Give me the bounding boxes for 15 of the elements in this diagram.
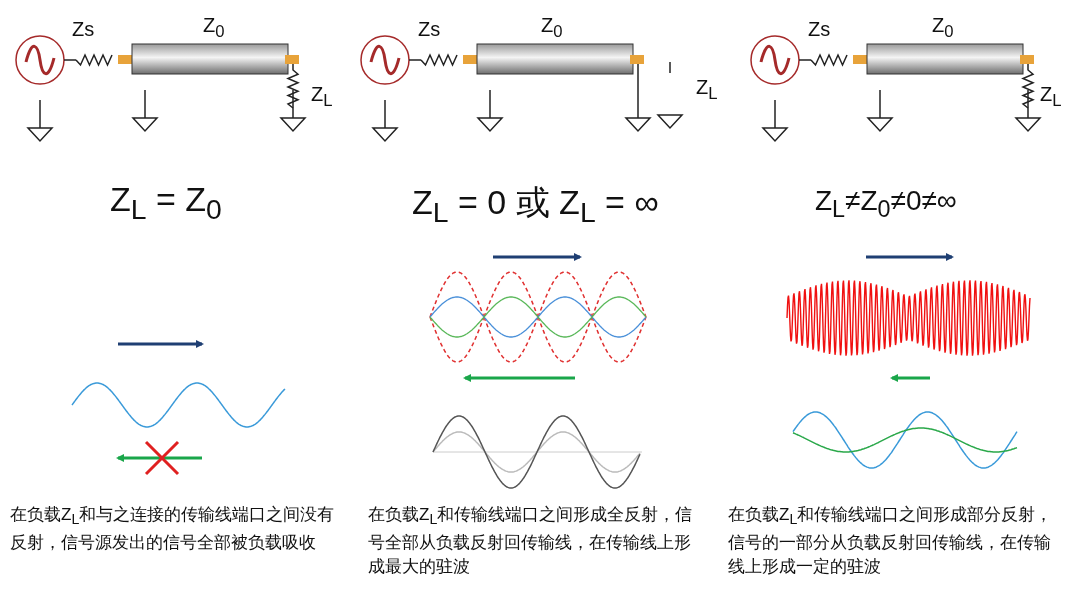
impedance-label: Z$_{0}$: [932, 14, 954, 42]
impedance-label: Zs: [808, 18, 831, 41]
equation: Z$_{L}$≠Z$_{0}$≠0≠∞: [815, 185, 957, 223]
impedance-label: Z$_{L}$: [696, 76, 718, 104]
description-text: 在负载Z$_{L}$和与之连接的传输线端口之间没有反射，信号源发出的信号全部被负载吸收: [10, 504, 336, 555]
impedance-label: Z$_{0}$: [203, 14, 225, 42]
equation: Z$_{L}$ = 0 或 Z$_{L}$ = ∞: [412, 182, 659, 229]
equation: Z$_{L}$ = Z$_{0}$: [110, 180, 222, 226]
description-text: 在负载Z$_{L}$和传输线端口之间形成全反射，信号全部从负载反射回传输线，在传输线上形成最大的驻波: [368, 504, 694, 579]
impedance-label: Z$_{L}$: [1040, 83, 1062, 111]
impedance-label: Z$_{L}$: [311, 83, 333, 111]
impedance-label: Zs: [72, 18, 95, 41]
impedance-label: Z$_{0}$: [541, 14, 563, 42]
impedance-label: Zs: [418, 18, 441, 41]
description-text: 在负载Z$_{L}$和传输线端口之间形成部分反射，信号的一部分从负载反射回传输线，在传输线上形成一定的驻波: [728, 504, 1054, 579]
